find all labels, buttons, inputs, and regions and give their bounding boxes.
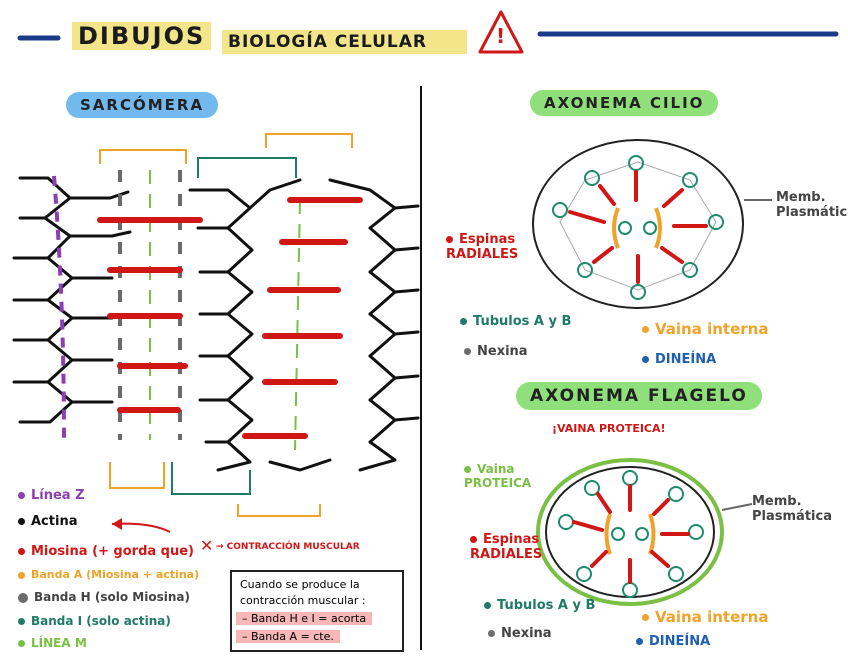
page-subtitle: BIOLOGÍA CELULAR — [222, 30, 467, 54]
cross-icon: ✕ — [200, 536, 214, 555]
page-title: DIBUJOS — [72, 22, 212, 50]
h-band-marks — [118, 170, 182, 440]
contraction-box: Cuando se produce la contracción muscula… — [230, 570, 404, 652]
legend-myosin: Miosina (+ gorda que) — [18, 544, 194, 559]
actin-network — [12, 176, 420, 472]
cilium-vaina-label: Vaina interna — [642, 320, 768, 338]
flagellum-dineina-label: DINEÍNA — [636, 634, 710, 649]
flagellum-espinas-label: Espinas RADIALES — [470, 532, 543, 562]
box-intro2: contracción muscular : — [240, 594, 366, 607]
legend-actin: Actina — [18, 514, 77, 529]
cilium-dineina-label: DINEÍNA — [642, 352, 716, 367]
title-lines — [17, 10, 839, 54]
warning-mark: ! — [496, 24, 506, 48]
legend-band-h: Banda H (solo Miosina) — [18, 590, 190, 604]
contraction-note: → CONTRACCIÓN MUSCULAR — [216, 542, 360, 552]
legend-m-line: LÍNEA M — [18, 636, 87, 650]
box-intro: Cuando se produce la — [240, 578, 360, 591]
cilium-espinas-label: Espinas RADIALES — [446, 232, 519, 262]
cilium-nexina-label: Nexina — [464, 344, 528, 359]
box-point2: – Banda A = cte. — [236, 630, 340, 643]
flagellum-nexina-label: Nexina — [488, 626, 552, 641]
flagellum-tubules — [558, 470, 704, 598]
actin-arrow-icon — [111, 522, 171, 533]
cilium-tubules — [552, 155, 724, 300]
flagellum-title: AXONEMA FLAGELO — [516, 382, 762, 410]
cilium-membrane-label: Memb. Plasmática — [776, 190, 848, 220]
flagellum-subtitle: ¡VAINA PROTEICA! — [552, 422, 666, 435]
title-bar: DIBUJOS BIOLOGÍA CELULAR ! — [0, 0, 848, 70]
cilium-tubulos-label: Tubulos A y B — [460, 314, 571, 329]
flagellum-membrane-label: Memb. Plasmática — [752, 494, 832, 524]
cilium-title: AXONEMA CILIO — [530, 90, 719, 116]
sarcomere-title: SARCÓMERA — [66, 92, 219, 118]
m-line — [149, 170, 301, 451]
legend-band-a: Banda A (Miosina + actina) — [18, 568, 199, 581]
band-brackets — [99, 133, 353, 517]
flagellum-vaina-label: Vaina interna — [642, 608, 768, 626]
myosin-filaments — [97, 197, 363, 439]
z-line — [52, 175, 66, 441]
legend-band-i: Banda I (solo actina) — [18, 614, 171, 628]
flagellum-vaina-proteica-label: Vaina PROTEICA — [464, 462, 532, 490]
flagellum-tubulos-label: Tubulos A y B — [484, 598, 595, 613]
warning-icon — [478, 10, 524, 54]
box-point1: – Banda H e I = acorta — [236, 612, 373, 625]
legend-z-line: Línea Z — [18, 488, 85, 503]
